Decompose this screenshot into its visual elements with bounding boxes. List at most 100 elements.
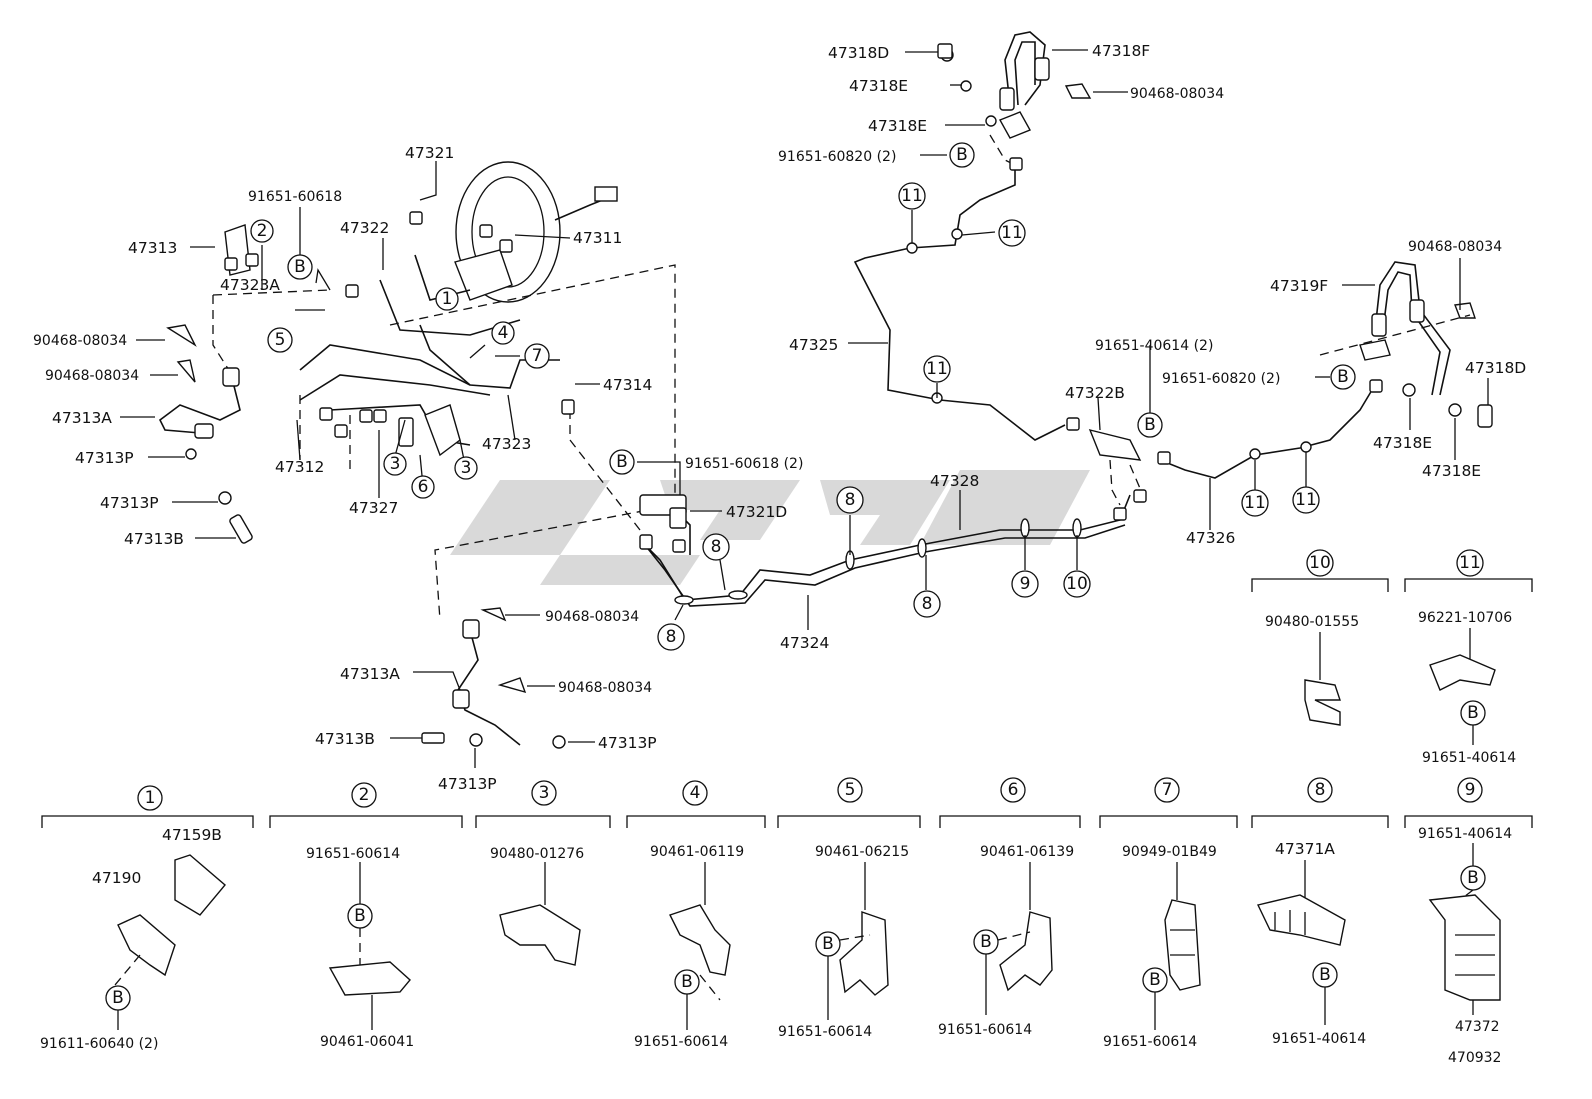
detail-5-label-b: 91651-60614: [778, 1024, 872, 1040]
label-47318F-top: 47318F: [1092, 42, 1150, 60]
label-47327: 47327: [349, 499, 398, 517]
detail-group-6: 6 90461-06139 B 91651-60614: [938, 777, 1081, 1038]
detail-9-label-b: 47372: [1455, 1019, 1500, 1035]
svg-text:6: 6: [418, 477, 429, 497]
label-47313A-left: 47313A: [52, 409, 112, 427]
tube-47325: [853, 165, 1066, 441]
detail-7-label-a: 90949-01B49: [1122, 844, 1217, 860]
detail-4-label-b: 91651-60614: [634, 1034, 728, 1050]
svg-text:B: B: [112, 988, 124, 1008]
detail-9-label-a: 91651-40614: [1418, 826, 1512, 842]
detail-group-5: 5 90461-06215 B 91651-60614: [777, 777, 921, 1040]
label-90468-08034-left1: 90468-08034: [33, 333, 127, 349]
left-hose-assembly: [158, 224, 253, 544]
brake-booster: [454, 161, 618, 303]
svg-text:8: 8: [666, 627, 677, 647]
label-90468-08034-mid2: 90468-08034: [558, 680, 652, 696]
callout-B-47322B: B: [1137, 412, 1163, 438]
detail-2-label-b: 90461-06041: [320, 1034, 414, 1050]
rear-tubes-middle: [639, 494, 1131, 607]
label-47324: 47324: [780, 634, 829, 652]
svg-text:10: 10: [1309, 553, 1331, 573]
svg-text:7: 7: [1162, 780, 1173, 800]
detail-10-label-a: 90480-01555: [1265, 614, 1359, 630]
watermark-logo: [450, 470, 1090, 585]
svg-text:B: B: [980, 932, 992, 952]
label-47318E-b: 47318E: [868, 117, 927, 135]
svg-text:3: 3: [390, 454, 401, 474]
detail-group-1: 1 47159B 47190 B 91611-60640 (2): [40, 785, 254, 1052]
detail-group-9: 9 91651-40614 B 47372: [1404, 777, 1533, 1035]
callout-8-d: 8: [657, 623, 685, 651]
callout-10-top: 10: [1063, 570, 1091, 598]
svg-text:B: B: [1149, 970, 1161, 990]
callout-B-right: B: [1330, 364, 1356, 390]
svg-text:11: 11: [1001, 223, 1023, 243]
svg-text:4: 4: [498, 323, 509, 343]
svg-text:5: 5: [845, 780, 856, 800]
detail-3-label-a: 90480-01276: [490, 846, 584, 862]
label-47318E-r1: 47318E: [1373, 434, 1432, 452]
label-91651-60618-2: 91651-60618 (2): [685, 456, 803, 472]
label-91651-60618: 91651-60618: [248, 189, 342, 205]
detail-group-4: 4 90461-06119 B 91651-60614: [626, 780, 766, 1050]
part-labels: 47318D 47318F 47318E 90468-08034 47318E …: [33, 42, 1526, 793]
svg-text:B: B: [616, 452, 628, 472]
detail-5-label-a: 90461-06215: [815, 844, 909, 860]
svg-text:B: B: [822, 934, 834, 954]
callout-8-c: 8: [913, 590, 941, 618]
fittings: [224, 43, 1383, 553]
detail-group-2: 2 91651-60614 B 90461-06041: [269, 782, 463, 1050]
callout-1-top: 1: [435, 287, 459, 311]
svg-text:B: B: [1467, 868, 1479, 888]
callout-B-top: B: [949, 142, 975, 168]
svg-text:10: 10: [1066, 574, 1088, 594]
label-47318D-top: 47318D: [828, 44, 889, 62]
detail-11-label-b: 91651-40614: [1422, 750, 1516, 766]
label-47318E-r2: 47318E: [1422, 462, 1481, 480]
svg-text:8: 8: [711, 537, 722, 557]
label-47313P-left2: 47313P: [100, 494, 159, 512]
svg-text:B: B: [681, 972, 693, 992]
label-47313B-left: 47313B: [124, 530, 184, 548]
svg-text:3: 3: [461, 458, 472, 478]
svg-text:9: 9: [1465, 780, 1476, 800]
svg-text:7: 7: [532, 346, 543, 366]
detail-1-label-b: 47190: [92, 869, 141, 887]
label-47311: 47311: [573, 229, 622, 247]
callout-9-top: 9: [1011, 570, 1039, 598]
svg-text:8: 8: [845, 490, 856, 510]
leader-lines: [120, 49, 1489, 768]
label-47319F: 47319F: [1270, 277, 1328, 295]
svg-text:B: B: [1319, 965, 1331, 985]
detail-group-10: 10 90480-01555: [1251, 549, 1389, 726]
callout-5-top: 5: [267, 327, 293, 353]
svg-text:11: 11: [1295, 490, 1317, 510]
callout-3-b: 3: [454, 456, 478, 480]
detail-11-label-a: 96221-10706: [1418, 610, 1512, 626]
svg-text:9: 9: [1020, 574, 1031, 594]
detail-group-8: 8 47371A B 91651-40614: [1251, 777, 1389, 1047]
svg-text:B: B: [1144, 415, 1156, 435]
circled-callouts: B 11 11 B 2 1 5 4 7 11 B B 3 3 6 B 8 8 8…: [250, 142, 1356, 651]
svg-text:8: 8: [1315, 780, 1326, 800]
label-47325: 47325: [789, 336, 838, 354]
label-47313P-mid1: 47313P: [598, 734, 657, 752]
svg-text:1: 1: [442, 289, 453, 309]
diagram-code: 470932: [1448, 1050, 1501, 1066]
label-90468-08034-top: 90468-08034: [1130, 86, 1224, 102]
label-47328: 47328: [930, 472, 979, 490]
svg-text:3: 3: [539, 783, 550, 803]
label-47322: 47322: [340, 219, 389, 237]
label-47322B: 47322B: [1065, 384, 1125, 402]
svg-text:11: 11: [926, 359, 948, 379]
detail-6-label-a: 90461-06139: [980, 844, 1074, 860]
callout-3-a: 3: [383, 452, 407, 476]
detail-2-label-a: 91651-60614: [306, 846, 400, 862]
svg-text:2: 2: [257, 221, 268, 241]
label-47321D: 47321D: [726, 503, 787, 521]
callout-11-d: 11: [1241, 489, 1269, 517]
label-47323A: 47323A: [220, 276, 280, 294]
callout-11-a: 11: [898, 182, 926, 210]
label-47321: 47321: [405, 144, 454, 162]
